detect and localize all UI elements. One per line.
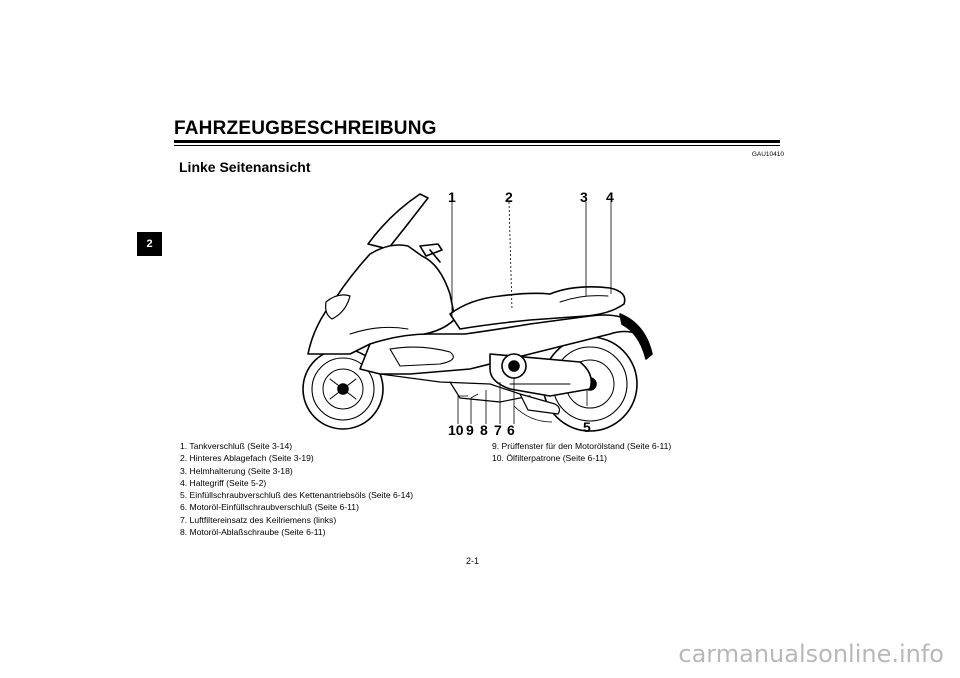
callout-2: 2: [505, 189, 513, 205]
page-title: FAHRZEUGBESCHREIBUNG: [174, 118, 437, 139]
reference-code: GAU10410: [751, 151, 784, 158]
callout-9: 9: [466, 422, 474, 438]
legend-item-7: 7. Luftfiltereinsatz des Keilriemens (li…: [180, 514, 337, 525]
callout-7: 7: [494, 422, 502, 438]
callout-4: 4: [606, 189, 614, 205]
watermark: carmanualsonline.info: [678, 640, 944, 668]
legend-item-10: 10. Ölfilterpatrone (Seite 6-11): [492, 453, 607, 464]
callout-8: 8: [480, 422, 488, 438]
callout-6: 6: [507, 422, 515, 438]
legend-item-6: 6. Motoröl-Einfüllschraubverschluß (Seit…: [180, 502, 359, 513]
callout-5: 5: [583, 419, 591, 435]
callout-10: 10: [448, 422, 464, 438]
legend-column-left: 1. Tankverschluß (Seite 3-14) 2. Hintere…: [180, 440, 413, 538]
scooter-illustration: [302, 193, 653, 432]
title-rule-thin: [174, 145, 780, 146]
chapter-tab: 2: [137, 232, 162, 256]
legend-item-8: 8. Motoröl-Ablaßschraube (Seite 6-11): [180, 527, 326, 538]
legend-item-1: 1. Tankverschluß (Seite 3-14): [180, 441, 293, 451]
page-number: 2-1: [466, 556, 480, 566]
callout-1: 1: [448, 189, 456, 205]
legend-item-9: 9. Prüffenster für den Motorölstand (Sei…: [492, 441, 672, 451]
legend-item-3: 3. Helmhalterung (Seite 3-18): [180, 465, 293, 476]
callout-3: 3: [580, 189, 588, 205]
legend-item-4: 4. Haltegriff (Seite 5-2): [180, 477, 267, 488]
legend-item-5: 5. Einfüllschraubverschluß des Kettenant…: [180, 490, 414, 501]
legend-column-right: 9. Prüffenster für den Motorölstand (Sei…: [492, 440, 671, 465]
legend-item-2: 2. Hinteres Ablagefach (Seite 3-19): [180, 453, 314, 464]
title-rule-thick: [174, 140, 780, 143]
section-subtitle: Linke Seitenansicht: [179, 159, 311, 175]
